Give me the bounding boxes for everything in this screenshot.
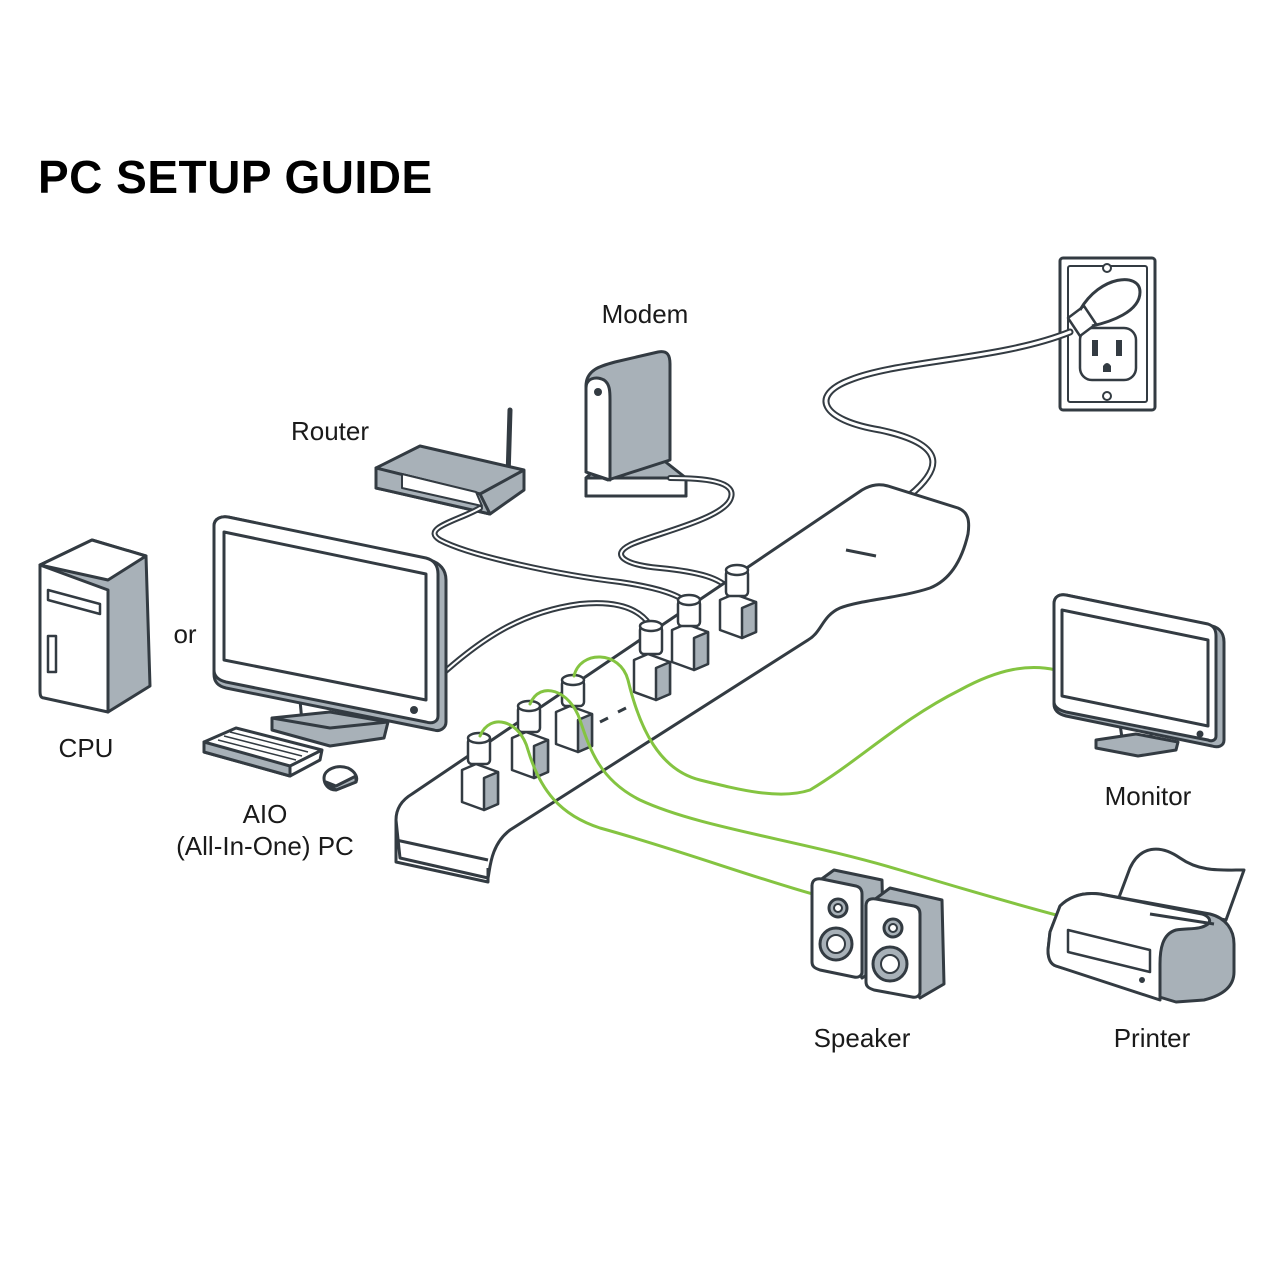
- strip-plug-3: [632, 619, 672, 702]
- aio-label-line2: (All-In-One) PC: [176, 831, 354, 861]
- power-cord: [822, 328, 1074, 499]
- cable-monitor: [572, 655, 1058, 796]
- printer-label: Printer: [1113, 1023, 1191, 1053]
- aio-label-line1: AIO: [242, 799, 288, 829]
- strip-plug-1: [718, 563, 758, 640]
- strip-plug-2: [670, 593, 710, 672]
- speaker-label: Speaker: [813, 1023, 911, 1053]
- cable-speaker: [478, 720, 822, 898]
- cpu-label: CPU: [58, 733, 114, 763]
- green-cables: [478, 655, 1062, 918]
- monitor-device: [1052, 593, 1226, 758]
- strip-plug-6: [460, 731, 500, 812]
- or-label: or: [173, 619, 197, 649]
- router-device: [374, 407, 526, 516]
- printer-device: [1046, 847, 1246, 1004]
- aio-pc: [202, 515, 448, 792]
- monitor-label: Monitor: [1104, 781, 1192, 811]
- power-strip: [394, 483, 971, 884]
- wall-outlet: [1058, 256, 1157, 412]
- cable-printer: [528, 689, 1062, 918]
- modem-device: [584, 350, 688, 498]
- router-cable: [431, 505, 693, 608]
- page-title: PC SETUP GUIDE: [38, 151, 433, 203]
- cpu-tower: [38, 538, 152, 714]
- router-label: Router: [290, 416, 370, 446]
- modem-label: Modem: [601, 299, 689, 329]
- speaker-device: [810, 868, 946, 1000]
